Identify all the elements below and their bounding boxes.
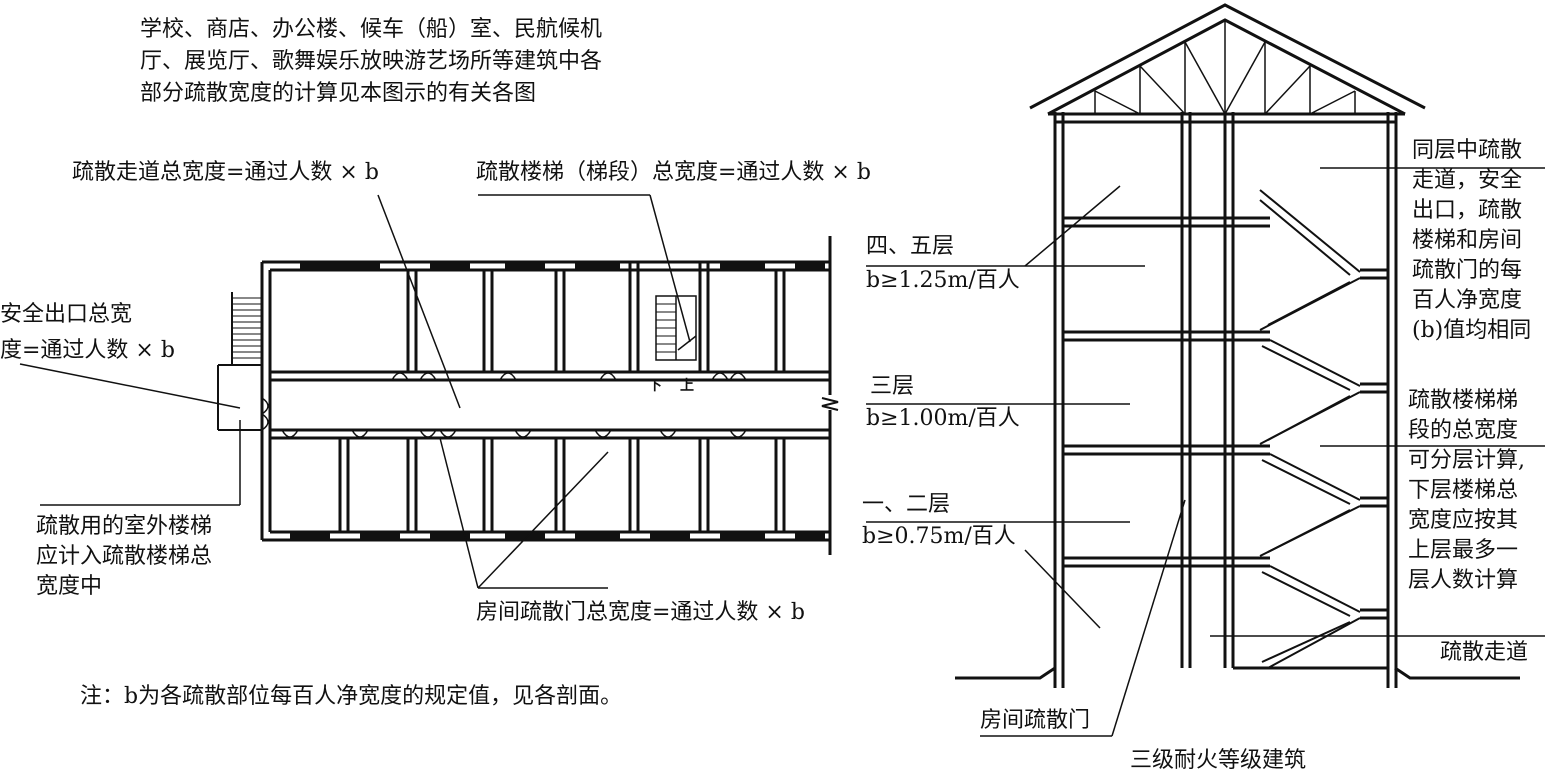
floors-1-2-label: 一、二层 [862,492,951,517]
intro-line-2: 厅、展览厅、歌舞娱乐放映游艺场所等建筑中各 [140,49,603,74]
stair-segment-note-line: 上层最多一 [1408,538,1519,563]
stair-segment-note-line: 疏散楼梯梯 [1408,388,1519,413]
stair-down-label: 下 [648,378,662,394]
same-floor-note-line: 出口，疏散 [1412,198,1523,223]
evac-corridor-label: 疏散走道 [1440,640,1529,665]
stair-width-label: 疏散楼梯（梯段）总宽度=通过人数 × b [476,160,871,185]
same-floor-note-line: 疏散门的每 [1412,258,1523,283]
same-floor-note: 同层中疏散 走道，安全 出口，疏散 楼梯和房间 疏散门的每 百人净宽度 (b)值… [1412,136,1547,346]
stair-segment-note-line: 段的总宽度 [1408,418,1519,443]
stair-segment-note-line: 宽度应按其 [1408,508,1519,533]
stair-segment-note-line: 可分层计算, [1408,448,1525,473]
stair-segment-note: 疏散楼梯梯 段的总宽度 可分层计算, 下层楼梯总 宽度应按其 上层最多一 层人数… [1408,386,1543,596]
intro-text: 学校、商店、办公楼、候车（船）室、民航候机 厅、展览厅、歌舞娱乐放映游艺场所等建… [140,14,602,110]
building-section [866,3,1545,737]
same-floor-note-line: 走道，安全 [1412,168,1523,193]
exit-width-label-line-1: 安全出口总宽 [0,302,133,327]
same-floor-note-line: 百人净宽度 [1412,288,1523,313]
floor-3-label: 三层 [870,374,915,399]
outdoor-stair-label-line-2: 应计入疏散楼梯总 [36,544,213,569]
room-evac-door-label: 房间疏散门 [980,708,1091,733]
outdoor-stair-label-line-3: 宽度中 [36,574,103,599]
stair-up-label: 上 [680,378,694,394]
section-caption: 三级耐火等级建筑 [1130,748,1307,773]
same-floor-note-line: 楼梯和房间 [1412,228,1523,253]
stair-segment-note-line: 下层楼梯总 [1408,478,1519,503]
floors-4-5-value: b≥1.25m/百人 [866,268,1020,293]
same-floor-note-line: 同层中疏散 [1412,138,1523,163]
outdoor-stair-label-line-1: 疏散用的室外楼梯 [36,514,213,539]
intro-line-3: 部分疏散宽度的计算见本图示的有关各图 [140,81,537,106]
intro-line-1: 学校、商店、办公楼、候车（船）室、民航候机 [140,17,603,42]
floors-4-5-label: 四、五层 [866,234,955,259]
corridor-width-label: 疏散走道总宽度=通过人数 × b [72,160,379,185]
stair-segment-note-line: 层人数计算 [1408,568,1519,593]
exit-width-label-line-2: 度=通过人数 × b [0,338,175,363]
same-floor-note-line: (b)值均相同 [1412,318,1532,343]
floors-1-2-value: b≥0.75m/百人 [862,524,1016,549]
floor-3-value: b≥1.00m/百人 [866,406,1020,431]
note-text: 注：b为各疏散部位每百人净宽度的规定值，见各剖面。 [80,684,623,709]
room-door-width-label: 房间疏散门总宽度=通过人数 × b [476,600,805,625]
floor-plan [19,194,839,589]
